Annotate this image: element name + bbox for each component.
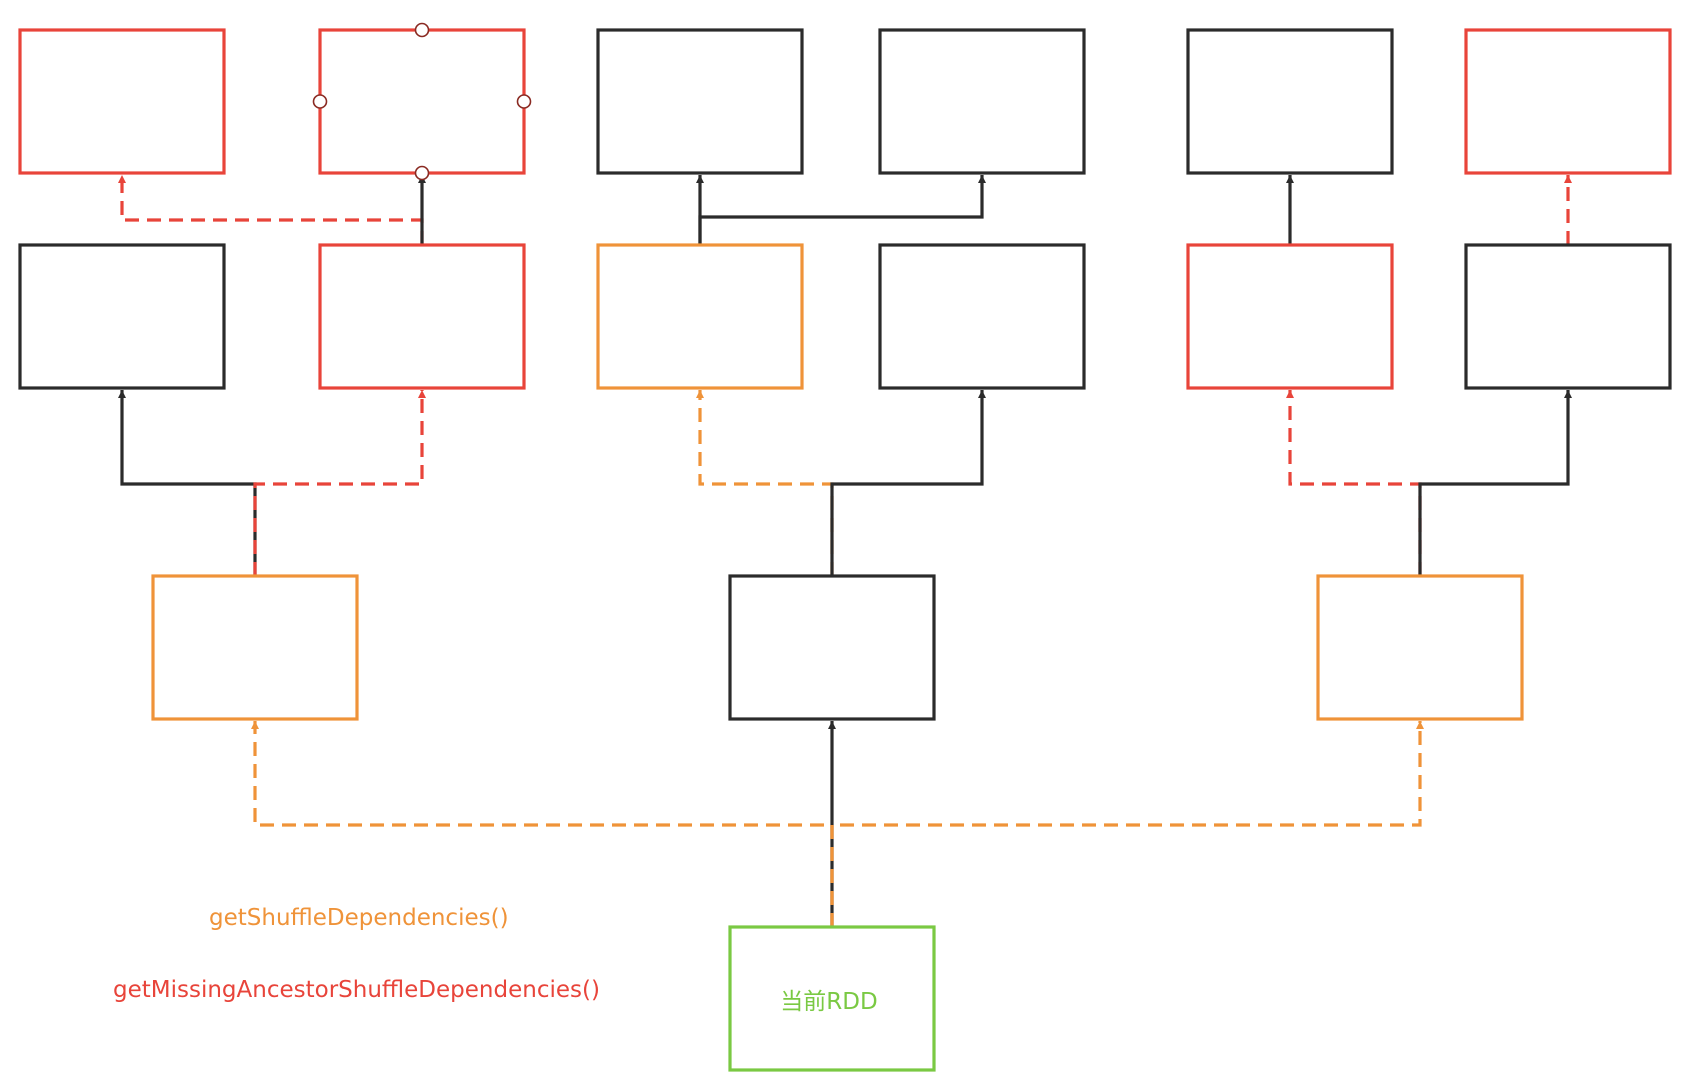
legend-missing-ancestor-shuffle-dependencies: getMissingAncestorShuffleDependencies() bbox=[113, 977, 600, 1003]
node-mid-6[interactable] bbox=[1464, 243, 1672, 390]
edge-mid-2-to-top-1 bbox=[118, 175, 424, 245]
node-top-4[interactable] bbox=[878, 28, 1086, 175]
node-low-1[interactable] bbox=[151, 574, 359, 721]
node-mid-4[interactable] bbox=[878, 243, 1086, 390]
node-mid-5[interactable] bbox=[1186, 243, 1394, 390]
node-low-3[interactable] bbox=[1316, 574, 1524, 721]
edge-current-to-low-3 bbox=[830, 721, 1424, 927]
current-rdd-label: 当前RDD bbox=[780, 989, 878, 1015]
edge-low-1-to-mid-1 bbox=[118, 390, 257, 576]
node-top-2[interactable] bbox=[318, 28, 526, 175]
resize-handle-left[interactable] bbox=[312, 94, 328, 109]
node-top-6[interactable] bbox=[1464, 28, 1672, 175]
node-current[interactable] bbox=[728, 925, 936, 1072]
edge-low-3-to-mid-5 bbox=[1286, 390, 1422, 576]
resize-handle-bottom[interactable] bbox=[414, 165, 430, 181]
edge-mid-3-to-top-4 bbox=[698, 175, 986, 245]
node-top-3[interactable] bbox=[596, 28, 804, 175]
node-top-1[interactable] bbox=[18, 28, 226, 175]
edge-low-3-to-mid-6 bbox=[1418, 390, 1572, 576]
resize-handle-right[interactable] bbox=[516, 94, 532, 109]
edge-low-1-to-mid-2 bbox=[253, 390, 426, 576]
node-mid-3[interactable] bbox=[596, 243, 804, 390]
node-mid-2[interactable] bbox=[318, 243, 526, 390]
edge-low-2-to-mid-3 bbox=[696, 390, 834, 576]
edge-low-2-to-mid-4 bbox=[830, 390, 986, 576]
node-low-2[interactable] bbox=[728, 574, 936, 721]
node-mid-1[interactable] bbox=[18, 243, 226, 390]
edge-current-to-low-1 bbox=[251, 721, 834, 927]
node-top-5[interactable] bbox=[1186, 28, 1394, 175]
legend-shuffle-dependencies: getShuffleDependencies() bbox=[209, 905, 509, 931]
resize-handle-top[interactable] bbox=[414, 22, 430, 38]
